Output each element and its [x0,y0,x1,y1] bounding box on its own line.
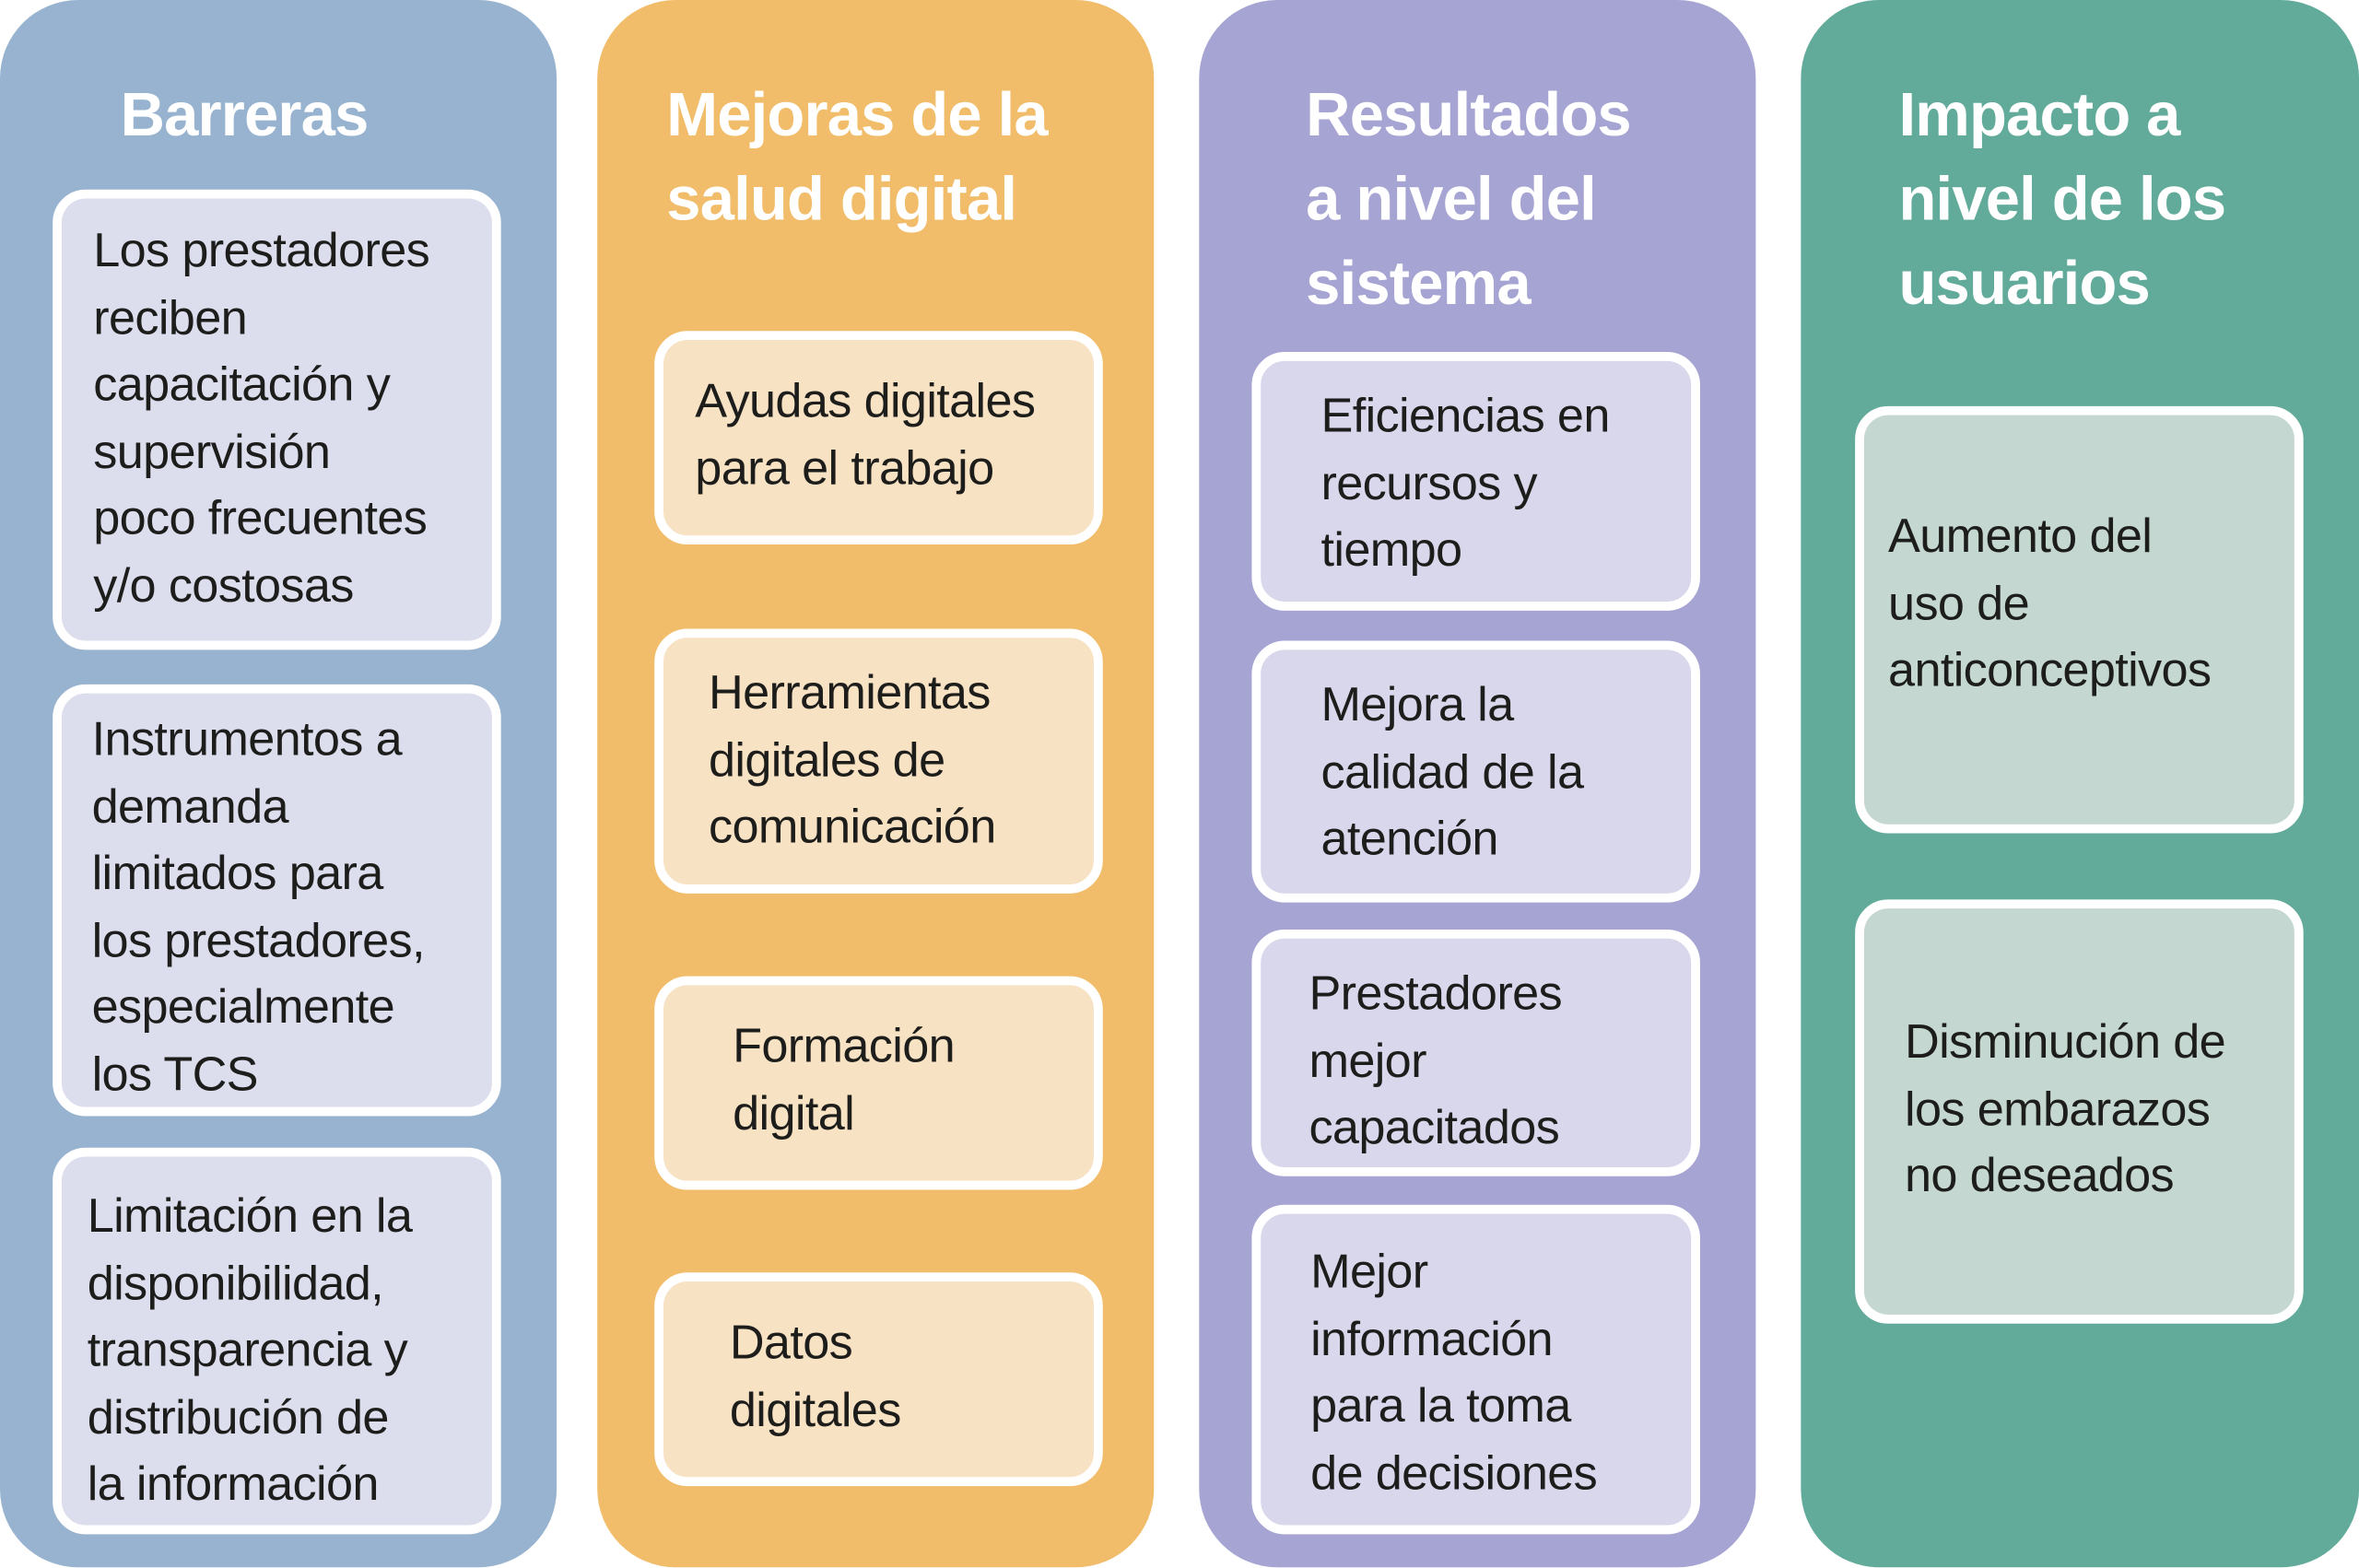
improvement-box: Ayudas digitales para el trabajo [654,331,1103,545]
result-box: Mejor información para la toma de decisi… [1251,1204,1700,1535]
improvement-box: Herramientas digitales de comunicación [654,628,1103,894]
box-text: Limitación en la disponibilidad, transpa… [87,1188,413,1511]
column-title: Barreras [120,79,370,149]
impact-box: Disminución de los embarazos no deseados [1855,899,2304,1324]
box-text: Los prestadores reciben capacitación y s… [93,222,430,612]
barrier-box: Limitación en la disponibilidad, transpa… [53,1147,501,1535]
box-text: Ayudas digitales para el trabajo [695,372,1036,495]
box-text: Prestadores mejor capacitados [1309,965,1562,1154]
box-text: Eficiencias en recursos y tiempo [1320,388,1611,577]
improvement-box: Formación digital [654,976,1103,1190]
box-text: Mejor información para la toma de decisi… [1310,1244,1598,1499]
box-text: Mejora la calidad de la atención [1320,676,1585,865]
column-impacto: Impacto a nivel de los usuarios Aumento … [1801,0,2359,1568]
impact-box: Aumento del uso de anticonceptivos [1855,405,2304,834]
box-text: Herramientas digitales de comunicación [709,664,996,853]
box-text: Datos digitales [729,1314,901,1436]
result-box: Prestadores mejor capacitados [1251,930,1700,1176]
column-mejoras: Mejoras de la salud digital Ayudas digit… [597,0,1155,1568]
column-barreras: Barreras Los prestadores reciben capacit… [0,0,557,1568]
column-title: Mejoras de la salud digital [666,79,1048,234]
box-text: Aumento del uso de anticonceptivos [1888,508,2212,696]
improvement-box: Datos digitales [654,1272,1103,1487]
box-text: Disminución de los embarazos no deseados [1904,1013,2226,1202]
barrier-box: Los prestadores reciben capacitación y s… [53,189,501,650]
result-box: Mejora la calidad de la atención [1251,640,1700,903]
barrier-box: Instrumentos a demanda limitados para lo… [53,684,501,1117]
box-text: Formación digital [733,1018,956,1140]
column-title: Resultados a nivel del sistema [1306,79,1631,318]
result-box: Eficiencias en recursos y tiempo [1251,352,1700,611]
box-text: Instrumentos a demanda limitados para lo… [91,711,426,1101]
column-title: Impacto a nivel de los usuarios [1898,79,2226,318]
column-resultados: Resultados a nivel del sistema Eficienci… [1199,0,1756,1568]
